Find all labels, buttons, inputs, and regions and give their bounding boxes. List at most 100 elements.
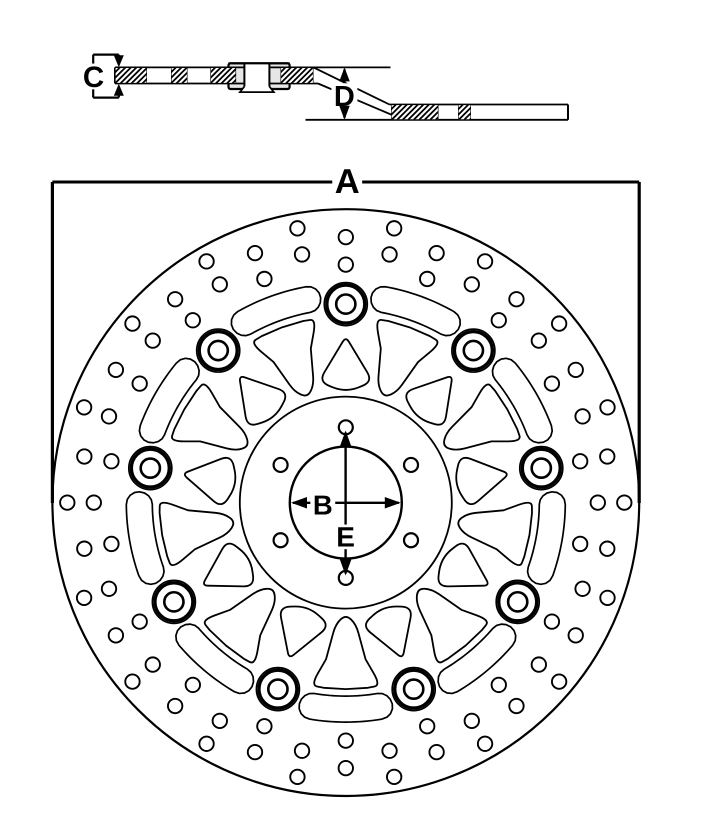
band-hole	[246, 743, 264, 761]
band-hole	[166, 697, 184, 715]
float-slot	[125, 490, 165, 586]
band-hole	[76, 448, 93, 465]
band-hole	[574, 408, 591, 425]
drawing-layer	[50, 53, 641, 798]
dim-label-bolt-circle: E	[336, 522, 355, 553]
button-scallop-circle	[195, 328, 241, 373]
hatch-segment	[280, 67, 335, 84]
band-hole	[337, 732, 354, 749]
band-hole	[508, 697, 525, 715]
hatch-line	[407, 104, 425, 120]
band-hole	[107, 361, 125, 378]
button-outer-circle	[129, 447, 172, 489]
button-inner-circle	[139, 457, 162, 480]
hatch-rect	[280, 67, 314, 84]
dim-label-overall-diameter: A	[335, 163, 360, 201]
spoke-triangle-cutout	[321, 338, 371, 391]
button-inner-circle	[530, 457, 553, 480]
hatch-line	[391, 104, 397, 111]
band-hole	[428, 743, 445, 761]
band-hole	[476, 253, 494, 270]
band-hole	[599, 589, 616, 606]
band-hole	[144, 332, 161, 349]
hatch-line	[319, 67, 335, 83]
spoke-triangle-cutout	[365, 605, 412, 658]
hatch-line	[210, 67, 222, 80]
float-slot	[491, 357, 554, 444]
button-outer-circle	[520, 447, 562, 489]
band-hole	[246, 244, 264, 262]
rivet-foot-fill	[240, 86, 274, 93]
band-hole	[616, 494, 633, 511]
rivet-foot	[238, 85, 276, 93]
hatch-line	[210, 67, 211, 69]
button-inner-circle	[334, 293, 357, 316]
button-inner-circle	[267, 678, 289, 701]
hatch-line	[391, 104, 403, 117]
hatch-line	[312, 82, 314, 84]
dimension-arrowheads	[113, 55, 401, 576]
hatch-segment	[458, 104, 471, 120]
band-hole	[211, 276, 228, 293]
float-slot	[230, 285, 322, 337]
hatch-line	[458, 106, 471, 120]
button-outer-circle	[153, 581, 195, 623]
band-hole	[381, 742, 398, 759]
band-hole	[530, 656, 547, 673]
button-outer-circle	[452, 329, 495, 372]
carrier-openings	[158, 319, 533, 690]
bolt-hole	[402, 532, 420, 549]
hatch-line	[418, 104, 436, 120]
band-hole	[572, 453, 589, 470]
band-hole	[419, 270, 436, 288]
hatch-line	[141, 77, 147, 84]
bolt-hole	[272, 532, 289, 549]
spoke-triangle-cutout	[279, 605, 327, 658]
carrier-opening	[415, 587, 488, 664]
hatch-line	[186, 82, 188, 84]
float-slot	[526, 490, 567, 586]
label-halo	[332, 166, 363, 196]
hatch-line	[220, 67, 237, 84]
band-hole	[476, 735, 494, 752]
label-halo	[331, 83, 358, 109]
hatch-line	[285, 67, 303, 84]
hatch-line	[215, 67, 233, 84]
carrier-opening	[376, 319, 439, 397]
button-outer-circle	[257, 668, 299, 710]
band-hole	[184, 312, 201, 329]
carrier-opening	[443, 383, 521, 451]
label-halo	[310, 492, 336, 517]
dim-c-arrowhead-down	[113, 55, 124, 68]
band-hole	[107, 627, 125, 644]
hatch-line	[188, 67, 204, 83]
button-scallop-circle	[518, 445, 564, 491]
float-slot	[437, 623, 517, 695]
button-outer-circle	[392, 668, 435, 710]
dim-d-arrowhead-up	[339, 67, 350, 82]
float-slots	[125, 285, 567, 723]
button-inner-circle	[207, 339, 230, 362]
dim-e-arrowhead-down	[339, 559, 352, 576]
dim-label-bore-diameter: B	[313, 489, 333, 520]
spoke-triangle-cutout	[203, 542, 255, 588]
label-halo	[333, 524, 358, 550]
band-hole	[386, 220, 403, 237]
float-slot	[370, 285, 461, 337]
spoke-triangle-cutout	[455, 456, 508, 505]
band-hole	[381, 246, 398, 263]
hatch-line	[210, 67, 228, 84]
hatch-line	[458, 104, 459, 106]
hatch-line	[469, 117, 471, 120]
carrier-opening	[203, 587, 276, 664]
dim-e-arrowhead-up	[339, 430, 352, 447]
spoke-triangle-cutouts	[183, 338, 508, 658]
band-hole	[198, 253, 215, 270]
float-slot	[175, 623, 255, 695]
hatch-line	[193, 67, 209, 83]
button-scallops	[127, 281, 564, 712]
carrier-opening	[253, 319, 316, 397]
button-inner-circle	[402, 678, 425, 701]
band-hole	[124, 673, 141, 690]
